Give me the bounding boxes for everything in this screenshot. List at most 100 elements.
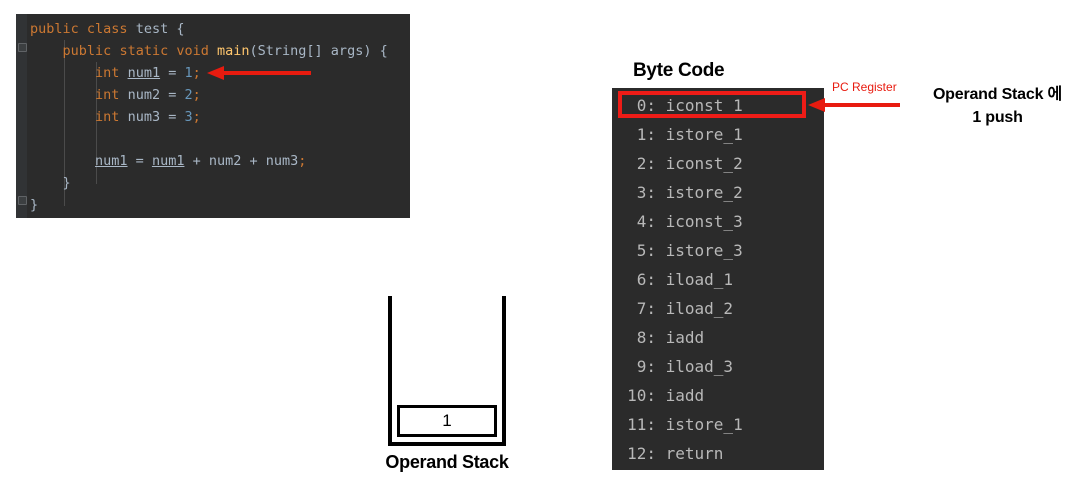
push-note-line-2: 1 push xyxy=(972,109,1023,126)
bytecode-index: 9: xyxy=(636,357,656,376)
pc-register-pointer-arrow xyxy=(808,98,900,112)
bytecode-index: 7: xyxy=(636,299,656,318)
code-token: = xyxy=(127,153,152,169)
code-token: = xyxy=(160,87,185,103)
bytecode-index: 8: xyxy=(636,328,656,347)
code-token: num3 xyxy=(265,153,299,169)
code-token: void xyxy=(176,43,209,59)
bytecode-opcode: iconst_1 xyxy=(656,96,743,115)
code-token: int xyxy=(95,109,120,125)
bytecode-index: 10: xyxy=(627,386,656,405)
push-note-line-1: Operand Stack 에 xyxy=(932,86,1063,103)
code-token: num1 xyxy=(95,153,128,169)
code-token: { xyxy=(168,21,185,37)
bytecode-title: Byte Code xyxy=(633,60,725,81)
bytecode-opcode: iconst_2 xyxy=(656,154,743,173)
arrow-head-icon xyxy=(808,98,825,112)
code-token: 1 xyxy=(184,65,193,81)
bytecode-opcode: istore_1 xyxy=(656,415,743,434)
stack-cell-value: 1 xyxy=(397,405,497,437)
bytecode-instruction-row[interactable]: 9: iload_3 xyxy=(612,352,824,381)
bytecode-instruction-row[interactable]: 0: iconst_1 xyxy=(612,91,824,120)
code-token xyxy=(30,153,95,169)
indent-guide xyxy=(96,62,97,184)
stack-wall-left xyxy=(388,296,392,446)
code-token: } xyxy=(30,197,39,213)
bytecode-opcode: iconst_3 xyxy=(656,212,743,231)
pc-register-label: PC Register xyxy=(832,80,897,94)
code-line[interactable]: public class test { xyxy=(27,18,410,40)
operand-stack-push-note: Operand Stack 에 1 push xyxy=(905,83,1090,129)
bytecode-index: 6: xyxy=(636,270,656,289)
operand-stack-caption: Operand Stack xyxy=(385,452,509,472)
code-token: = xyxy=(160,65,185,81)
code-line[interactable]: int num2 = 2; xyxy=(27,84,410,106)
bytecode-instruction-row[interactable]: 4: iconst_3 xyxy=(612,207,824,236)
bytecode-opcode: iadd xyxy=(656,386,705,405)
bytecode-instruction-row[interactable]: 11: istore_1 xyxy=(612,410,824,439)
editor-gutter xyxy=(16,14,27,218)
code-token: num2 xyxy=(127,87,161,103)
code-token: num2 xyxy=(208,153,242,169)
code-token: = xyxy=(160,109,185,125)
bytecode-index: 2: xyxy=(636,154,656,173)
code-token: num1 xyxy=(151,153,185,169)
pc-register-highlight-box xyxy=(618,91,806,118)
code-token: int xyxy=(95,87,120,103)
bytecode-instruction-row[interactable]: 1: istore_1 xyxy=(612,120,824,149)
bytecode-index: 11: xyxy=(627,415,656,434)
arrow-head-icon xyxy=(207,66,224,80)
code-token: int xyxy=(95,65,120,81)
code-token: ; xyxy=(192,65,201,81)
code-token: 2 xyxy=(184,87,193,103)
bytecode-index: 4: xyxy=(636,212,656,231)
code-token xyxy=(119,87,127,103)
code-token: 3 xyxy=(184,109,193,125)
code-token: ; xyxy=(192,109,201,125)
java-source-editor[interactable]: public class test { public static void m… xyxy=(16,14,410,218)
code-line-list: public class test { public static void m… xyxy=(27,18,410,216)
indent-guide xyxy=(64,40,65,206)
code-line[interactable]: } xyxy=(27,194,410,216)
code-token: (String[] args) { xyxy=(249,43,388,59)
code-line-pointer-arrow xyxy=(207,66,311,80)
code-token: num3 xyxy=(127,109,161,125)
code-token: public xyxy=(62,43,112,59)
bytecode-opcode: iload_2 xyxy=(656,299,734,318)
bytecode-opcode: iadd xyxy=(656,328,705,347)
bytecode-instruction-row[interactable]: 6: iload_1 xyxy=(612,265,824,294)
code-token xyxy=(30,109,95,125)
code-token xyxy=(209,43,217,59)
code-fold-marker-icon[interactable] xyxy=(18,196,27,205)
code-line[interactable]: int num1 = 1; xyxy=(27,62,410,84)
bytecode-instruction-row[interactable]: 7: iload_2 xyxy=(612,294,824,323)
bytecode-index: 1: xyxy=(636,125,656,144)
bytecode-opcode: iload_3 xyxy=(656,357,734,376)
code-line[interactable] xyxy=(27,128,410,150)
bytecode-opcode: istore_2 xyxy=(656,183,743,202)
bytecode-index: 5: xyxy=(636,241,656,260)
arrow-shaft xyxy=(223,71,311,75)
code-fold-marker-icon[interactable] xyxy=(18,43,27,52)
code-token xyxy=(30,87,95,103)
bytecode-instruction-row[interactable]: 10: iadd xyxy=(612,381,824,410)
code-line[interactable]: } xyxy=(27,172,410,194)
code-token: static xyxy=(119,43,169,59)
bytecode-instruction-row[interactable]: 2: iconst_2 xyxy=(612,149,824,178)
arrow-shaft xyxy=(824,103,900,107)
code-line[interactable]: public static void main(String[] args) { xyxy=(27,40,410,62)
bytecode-instruction-row[interactable]: 8: iadd xyxy=(612,323,824,352)
bytecode-instruction-row[interactable]: 12: return xyxy=(612,439,824,468)
code-token: ; xyxy=(298,153,307,169)
bytecode-index: 3: xyxy=(636,183,656,202)
bytecode-instruction-row[interactable]: 5: istore_3 xyxy=(612,236,824,265)
code-token: + xyxy=(184,153,209,169)
code-token: main xyxy=(217,43,250,59)
code-token xyxy=(128,21,136,37)
code-line[interactable]: int num3 = 3; xyxy=(27,106,410,128)
bytecode-instruction-row[interactable]: 3: istore_2 xyxy=(612,178,824,207)
code-token xyxy=(119,109,127,125)
code-line[interactable]: num1 = num1 + num2 + num3; xyxy=(27,150,410,172)
